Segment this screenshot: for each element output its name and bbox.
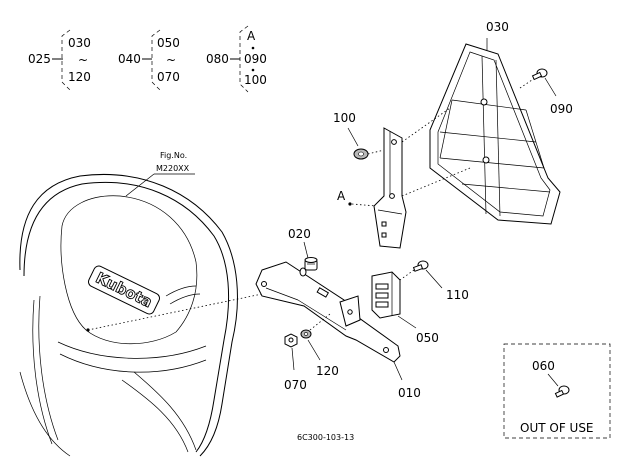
bolt-020: 020 (288, 227, 318, 277)
seat-outline (19, 174, 263, 457)
label-110: 110 (446, 288, 469, 302)
washer-100: 100 (333, 111, 393, 160)
label-030: 030 (486, 20, 509, 34)
label-070: 070 (284, 378, 307, 392)
callout-top-A: A (247, 29, 256, 43)
callout-bottom-100: 100 (244, 73, 267, 87)
callout-mid-tilde-1: ~ (78, 53, 88, 67)
callout-top-030: 030 (68, 36, 91, 50)
drawing-code: 6C300-103-13 (297, 433, 354, 442)
callout-group-040: 040 050 ~ 070 (118, 29, 180, 91)
fig-reference: Fig.No. M220XX (125, 151, 195, 197)
callout-top-050: 050 (157, 36, 180, 50)
kubota-logo: Kubota (88, 265, 160, 315)
callout-group-025: 025 030 ~ 120 (28, 29, 91, 91)
callout-left-025: 025 (28, 52, 51, 66)
out-of-use-box: 060 OUT OF USE (503, 343, 611, 439)
label-060: 060 (532, 359, 555, 373)
callout-left-080: 080 (206, 52, 229, 66)
washer-120: 120 (300, 313, 339, 378)
hinge-bracket-050: 050 (371, 271, 439, 345)
mounting-plate-010: 010 (255, 261, 421, 400)
label-090: 090 (550, 102, 573, 116)
callout-bottom-070: 070 (157, 70, 180, 84)
label-020: 020 (288, 227, 311, 241)
label-010: 010 (398, 386, 421, 400)
fig-no-label: Fig.No. (160, 151, 187, 160)
callout-mid-tilde-2: ~ (166, 53, 176, 67)
fig-no-value: M220XX (156, 164, 190, 173)
out-of-use-text: OUT OF USE (520, 421, 594, 435)
label-A: A (337, 189, 346, 203)
kubota-logo-text: Kubota (93, 269, 155, 312)
nut-070: 070 (284, 333, 307, 392)
bolt-090: 090 (519, 68, 573, 116)
label-100: 100 (333, 111, 356, 125)
callout-bottom-120: 120 (68, 70, 91, 84)
label-050: 050 (416, 331, 439, 345)
vertical-stay-bracket (373, 107, 471, 249)
screen-guard-030: 030 (429, 20, 561, 225)
callout-mid-090: 090 (244, 52, 267, 66)
callout-group-080: 080 A 090 100 (206, 25, 267, 93)
label-120: 120 (316, 364, 339, 378)
bolt-110: 110 (399, 260, 469, 302)
reference-A: A (337, 189, 377, 207)
callout-left-040: 040 (118, 52, 141, 66)
